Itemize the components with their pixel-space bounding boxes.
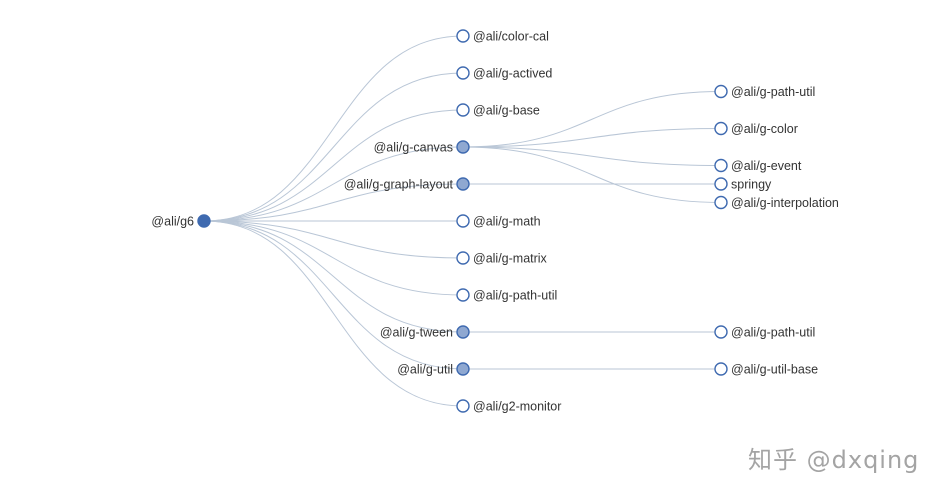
node-circle[interactable] [714,158,728,173]
node-label: @ali/g-tween [380,326,453,340]
node-label: @ali/g-matrix [473,252,548,266]
tree-node-ali-g-color[interactable]: @ali/g-color [714,121,798,136]
tree-links [203,35,722,407]
link-root-to-ali-g-path-util [203,220,464,296]
tree-node-springy[interactable]: springy [714,177,772,192]
tree-node-ali-g-actived[interactable]: @ali/g-actived [456,66,552,81]
link-ali-g-canvas-to-ali-g-color [462,128,722,148]
node-label: @ali/g-canvas [374,141,453,155]
node-circle[interactable] [456,177,470,191]
link-ali-g-canvas-to-ali-g-event [462,146,722,166]
node-circle[interactable] [456,251,470,265]
tree-node-ali-g-path-util[interactable]: @ali/g-path-util [456,288,557,303]
tree-node-ali-g-util[interactable]: @ali/g-util [397,362,470,377]
link-root-to-ali-g-tween [203,220,464,333]
tree-node-ali-g-interpolation[interactable]: @ali/g-interpolation [714,195,839,210]
link-ali-g-canvas-to-ali-g-path-util [462,91,722,148]
tree-node-ali-g-path-util[interactable]: @ali/g-path-util [714,325,815,340]
tree-node-ali-color-cal[interactable]: @ali/color-cal [456,29,549,44]
node-circle[interactable] [714,362,728,376]
link-root-to-ali-color-cal [203,35,464,222]
tree-node-ali-g-matrix[interactable]: @ali/g-matrix [456,251,548,266]
link-root-to-ali-g-matrix [203,220,464,259]
node-circle[interactable] [714,177,728,191]
link-root-to-ali-g-graph-layout [203,183,464,222]
node-circle[interactable] [456,103,470,117]
node-label: @ali/color-cal [473,30,549,44]
node-label: @ali/g-path-util [731,85,815,99]
tree-node-ali-g-math[interactable]: @ali/g-math [456,214,541,229]
node-circle[interactable] [197,214,211,228]
node-circle[interactable] [456,140,470,154]
node-circle[interactable] [714,325,728,339]
link-root-to-ali-g-actived [203,72,464,222]
link-root-to-ali-g-util [203,220,464,370]
node-label: @ali/g-path-util [473,289,557,303]
node-label: springy [731,178,772,192]
node-label: @ali/g-interpolation [731,196,839,210]
tree-node-ali-g-canvas[interactable]: @ali/g-canvas [374,140,470,155]
link-ali-g-canvas-to-ali-g-interpolation [462,146,722,203]
node-circle[interactable] [456,288,470,302]
node-circle[interactable] [714,195,728,210]
node-circle[interactable] [456,66,470,80]
tree-nodes: @ali/g6 @ali/color-cal @ali/g-actived @ali/… [151,29,839,414]
tree-node-ali-g-tween[interactable]: @ali/g-tween [380,325,470,340]
node-label: @ali/g-color [731,122,798,136]
node-circle[interactable] [456,325,470,339]
watermark-text: 知乎 @dxqing [748,446,920,474]
node-label: @ali/g-graph-layout [344,178,454,192]
node-label: @ali/g-math [473,215,541,229]
tree-node-ali-g-event[interactable]: @ali/g-event [714,158,802,173]
node-label: @ali/g6 [151,215,194,229]
link-root-to-ali-g-canvas [203,146,464,222]
node-circle[interactable] [456,399,470,413]
node-circle[interactable] [714,121,728,136]
node-label: @ali/g2-monitor [473,400,561,414]
node-circle[interactable] [456,362,470,376]
node-label: @ali/g-base [473,104,540,118]
node-circle[interactable] [714,84,728,99]
node-label: @ali/g-event [731,159,802,173]
tree-node-ali-g-path-util[interactable]: @ali/g-path-util [714,84,815,99]
node-label: @ali/g-actived [473,67,552,81]
tree-node-ali-g-util-base[interactable]: @ali/g-util-base [714,362,818,377]
tree-node-ali-g2-monitor[interactable]: @ali/g2-monitor [456,399,561,414]
tree-node-ali-g6[interactable]: @ali/g6 [151,214,211,229]
node-circle[interactable] [456,214,470,228]
tree-node-ali-g-graph-layout[interactable]: @ali/g-graph-layout [344,177,470,192]
node-circle[interactable] [456,29,470,43]
node-label: @ali/g-path-util [731,326,815,340]
node-label: @ali/g-util-base [731,363,818,377]
node-label: @ali/g-util [397,363,453,377]
link-root-to-ali-g2-monitor [203,220,464,407]
link-root-to-ali-g-base [203,109,464,222]
tree-node-ali-g-base[interactable]: @ali/g-base [456,103,540,118]
